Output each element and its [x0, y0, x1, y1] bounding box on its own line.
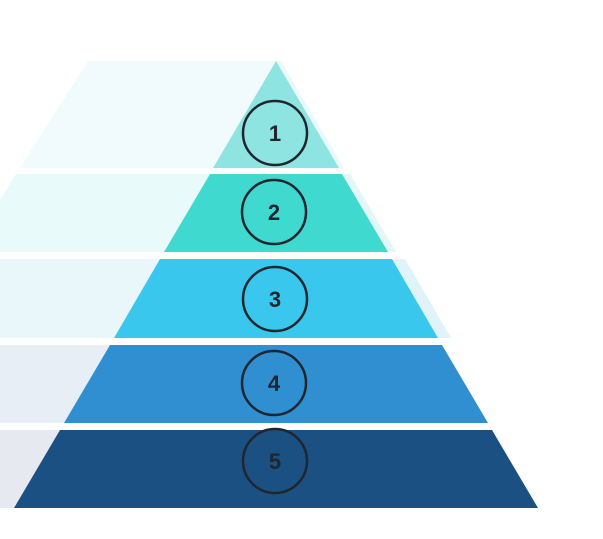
level-5-number-circle [241, 427, 309, 495]
level-2-number-circle [240, 178, 308, 246]
level-5-left-echo-band [0, 430, 60, 508]
level-5-number: 5 [269, 449, 281, 474]
pyramid-level-1: 1 [20, 61, 344, 168]
level-4-segment [64, 345, 488, 423]
pyramid-level-3: 3 [0, 259, 451, 338]
level-3-number-circle [241, 265, 309, 333]
level-3-segment [114, 259, 438, 338]
level-1-number: 1 [269, 121, 281, 146]
level-2-left-echo-band [0, 174, 210, 252]
level-3-right-echo-sliver [392, 259, 451, 338]
level-1-number-circle [241, 99, 309, 167]
level-1-right-echo-sliver [276, 61, 344, 168]
level-5-segment [14, 430, 538, 508]
pyramid-level-2: 2 [0, 174, 396, 252]
pyramid-level-5: 5 [0, 427, 538, 508]
level-2-number: 2 [268, 200, 280, 225]
level-4-number-circle [240, 349, 308, 417]
level-1-left-echo-band [20, 61, 276, 168]
level-4-left-echo-band [0, 345, 110, 423]
level-3-left-echo-band [0, 259, 160, 338]
level-2-segment [164, 174, 388, 252]
level-2-right-echo-sliver [342, 174, 396, 252]
pyramid-level-4: 4 [0, 345, 488, 423]
level-3-number: 3 [269, 287, 281, 312]
level-4-number: 4 [268, 371, 281, 396]
